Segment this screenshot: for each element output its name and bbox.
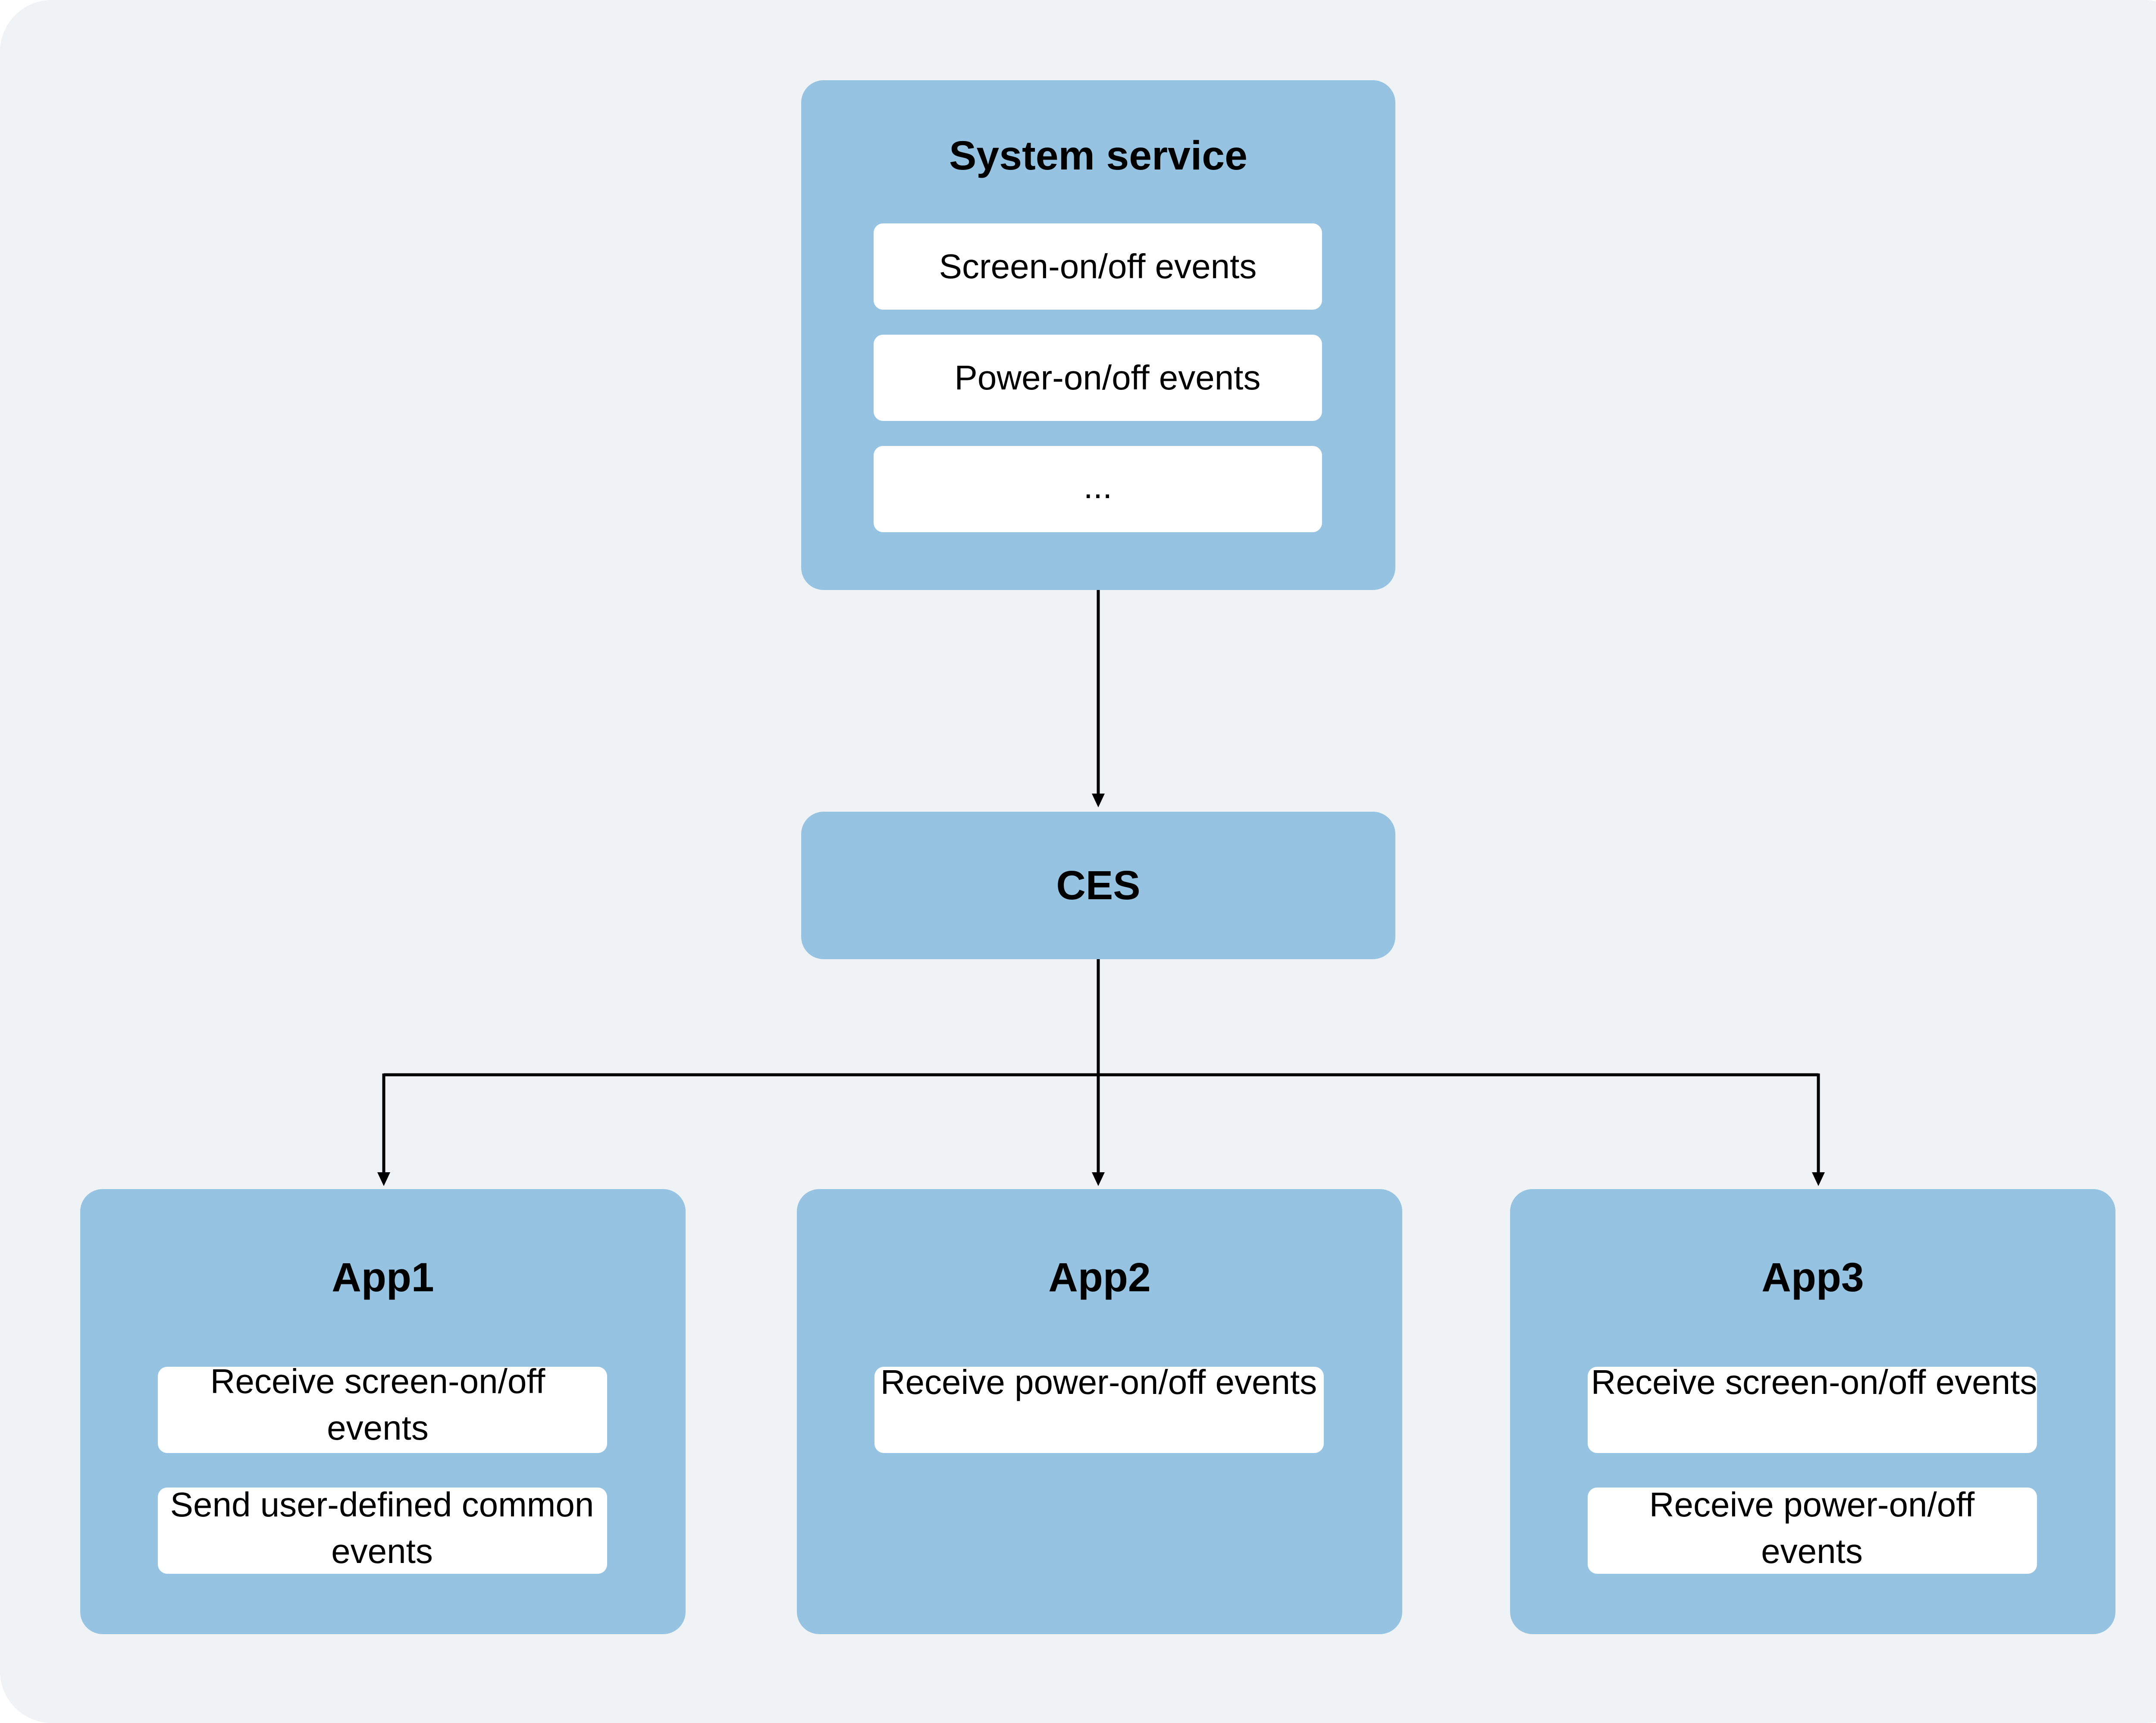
system-service-item-label: ...	[1083, 467, 1112, 505]
arrowhead-app1	[377, 1172, 390, 1186]
app3-box: App3 Receive screen-on/off events Receiv…	[1510, 1189, 2115, 1634]
system-service-item-label: Power-on/off events	[954, 358, 1261, 397]
app1-title: App1	[332, 1255, 434, 1300]
app3-item-receive-power: Receive power-on/off events	[1588, 1485, 2037, 1574]
system-service-item-label: Screen-on/off events	[939, 247, 1257, 286]
app3-item-receive-screen: Receive screen-on/off events	[1588, 1363, 2037, 1453]
system-service-item-screen: Screen-on/off events	[874, 223, 1322, 310]
app2-item-label: Receive power-on/off events	[880, 1363, 1317, 1401]
app3-item-label: Receive power-on/off events	[1649, 1485, 1975, 1570]
system-service-title: System service	[949, 133, 1247, 179]
app1-box: App1 Receive screen-on/off events Send u…	[80, 1189, 686, 1634]
arrowhead-app2	[1092, 1172, 1105, 1186]
arrowhead-ces	[1092, 794, 1105, 807]
system-service-box: System service Screen-on/off events Powe…	[801, 80, 1395, 590]
arrowhead-app3	[1812, 1172, 1825, 1186]
app1-item-label: Receive screen-on/off events	[210, 1362, 545, 1447]
app2-box: App2 Receive power-on/off events	[797, 1189, 1402, 1634]
app3-item-label: Receive screen-on/off events	[1591, 1363, 2037, 1401]
ces-box: CES	[801, 812, 1395, 959]
app2-title: App2	[1048, 1255, 1151, 1300]
app1-item-receive-screen: Receive screen-on/off events	[158, 1362, 607, 1453]
ces-title: CES	[1056, 863, 1141, 908]
app1-item-label: Send user-defined common events	[170, 1485, 594, 1570]
app3-title: App3	[1761, 1255, 1864, 1300]
app1-item-send-custom: Send user-defined common events	[158, 1485, 607, 1574]
system-service-item-power: Power-on/off events	[874, 335, 1322, 421]
system-service-item-more: ...	[874, 446, 1322, 532]
app2-item-receive-power: Receive power-on/off events	[874, 1363, 1324, 1453]
